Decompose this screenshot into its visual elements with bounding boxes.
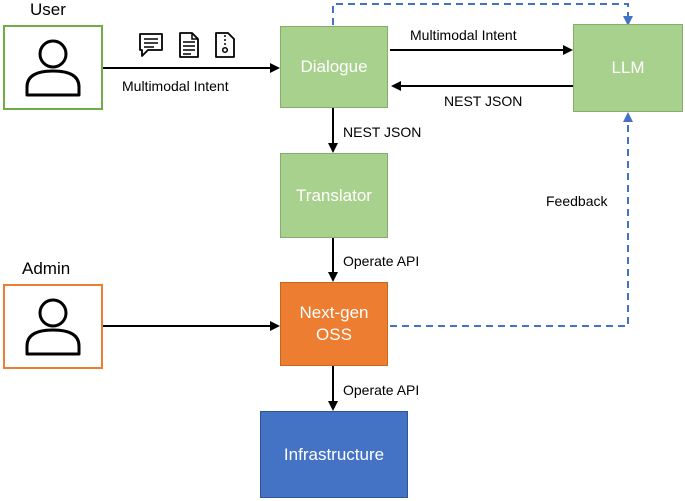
admin-title: Admin	[22, 259, 71, 278]
edge-label-user-dialogue: Multimodal Intent	[122, 78, 229, 94]
translator-label: Translator	[296, 185, 372, 205]
oss-node: Next-gen OSS	[280, 282, 388, 366]
user-actor-box	[3, 25, 103, 110]
infrastructure-node: Infrastructure	[260, 411, 408, 498]
edge-dialogue-llm-dashed	[332, 3, 633, 26]
edge-label-dialogue-llm: Multimodal Intent	[410, 27, 517, 43]
edge-label-feedback: Feedback	[546, 193, 608, 209]
document-icon	[179, 32, 199, 58]
edge-label-llm-dialogue: NEST JSON	[444, 93, 523, 109]
dialogue-node: Dialogue	[280, 26, 388, 108]
oss-label: Next-gen OSS	[299, 303, 369, 344]
admin-actor-box	[3, 284, 103, 369]
edge-feedback-dashed	[390, 112, 633, 327]
file-zip-icon	[215, 32, 235, 58]
edge-label-dialogue-translator: NEST JSON	[343, 124, 422, 140]
infrastructure-label: Infrastructure	[283, 444, 385, 464]
edge-label-translator-oss: Operate API	[343, 253, 420, 269]
llm-node: LLM	[573, 24, 683, 112]
chat-icon	[139, 33, 163, 57]
llm-label: LLM	[611, 58, 645, 77]
translator-node: Translator	[280, 153, 388, 238]
dialogue-label: Dialogue	[300, 57, 368, 76]
edge-label-oss-infra: Operate API	[343, 382, 420, 398]
admin-icon	[25, 298, 81, 356]
user-icon	[25, 39, 81, 97]
user-title: User	[30, 0, 66, 19]
